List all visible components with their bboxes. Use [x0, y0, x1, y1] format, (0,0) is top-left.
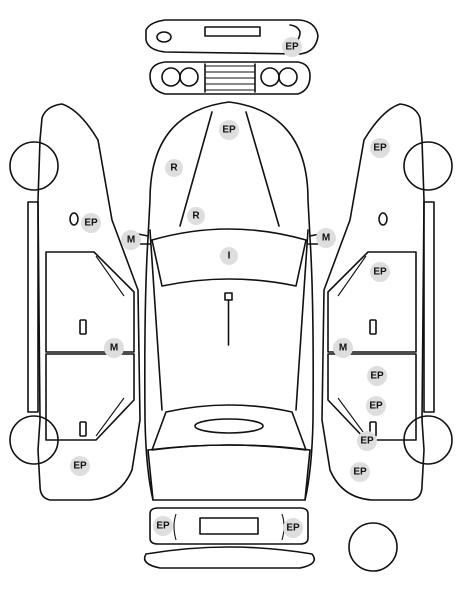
marker-m-right-pillar[interactable]: M	[333, 338, 353, 358]
marker-ep-right-front-door[interactable]: EP	[370, 262, 390, 282]
car-body-top	[135, 101, 323, 501]
marker-ep-bumper-top[interactable]: EP	[282, 37, 302, 57]
marker-ep-rear-left[interactable]: EP	[153, 516, 173, 536]
front-grille	[149, 61, 311, 95]
svg-text:EP: EP	[373, 267, 387, 278]
left-side-profile	[9, 103, 141, 501]
svg-text:EP: EP	[369, 401, 383, 412]
damage-markers: EP EP R R M M I EP M EP EP EP M EP EP EP…	[70, 37, 390, 538]
svg-text:EP: EP	[286, 523, 300, 534]
marker-ep-left-rear[interactable]: EP	[70, 456, 90, 476]
marker-m-mirror-right[interactable]: M	[316, 228, 336, 248]
marker-ep-hood[interactable]: EP	[219, 120, 239, 140]
svg-text:EP: EP	[360, 436, 374, 447]
marker-m-left-pillar[interactable]: M	[104, 338, 124, 358]
marker-r-hood-left[interactable]: R	[165, 159, 183, 177]
svg-text:M: M	[339, 343, 347, 354]
svg-text:M: M	[110, 343, 118, 354]
marker-ep-right-front-fender[interactable]: EP	[370, 138, 390, 158]
spare-wheel	[348, 522, 398, 572]
svg-text:EP: EP	[373, 143, 387, 154]
svg-text:M: M	[322, 233, 330, 244]
marker-i-windshield[interactable]: I	[220, 247, 238, 265]
svg-text:EP: EP	[370, 371, 384, 382]
marker-ep-left-front-fender[interactable]: EP	[81, 213, 101, 233]
svg-text:R: R	[192, 211, 200, 222]
marker-m-mirror-left[interactable]: M	[121, 230, 141, 250]
svg-text:EP: EP	[84, 218, 98, 229]
svg-text:I: I	[228, 251, 231, 262]
svg-text:EP: EP	[73, 461, 87, 472]
svg-text:M: M	[127, 235, 135, 246]
marker-ep-right-rear-bumper[interactable]: EP	[357, 431, 377, 451]
marker-ep-rear-right[interactable]: EP	[283, 518, 303, 538]
marker-ep-right-rear-door[interactable]: EP	[367, 366, 387, 386]
marker-r-hood-center[interactable]: R	[187, 207, 205, 225]
rear-bumper	[143, 507, 316, 569]
svg-text:EP: EP	[222, 125, 236, 136]
right-side-profile	[321, 103, 453, 501]
marker-ep-right-rear-quarter[interactable]: EP	[366, 396, 386, 416]
svg-text:EP: EP	[156, 521, 170, 532]
svg-text:EP: EP	[285, 42, 299, 53]
svg-text:EP: EP	[353, 467, 367, 478]
svg-text:R: R	[170, 163, 178, 174]
marker-ep-right-bottom[interactable]: EP	[350, 462, 370, 482]
